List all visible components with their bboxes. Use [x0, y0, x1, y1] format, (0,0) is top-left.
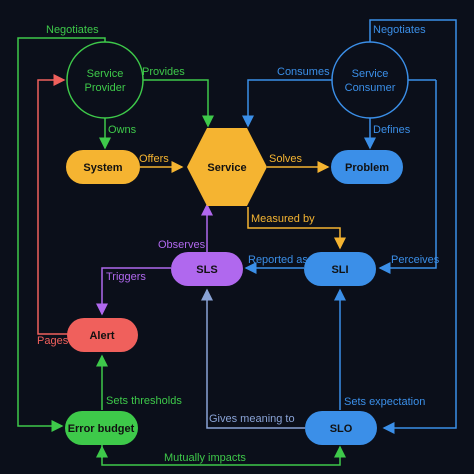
label-triggers: Triggers — [106, 271, 146, 283]
label-pages: Pages — [37, 335, 69, 347]
node-service-provider[interactable]: Service Provider — [66, 41, 144, 119]
node-alert-label: Alert — [89, 330, 114, 342]
node-sls[interactable]: SLS — [171, 252, 243, 286]
node-service-provider-line2: Provider — [85, 82, 126, 94]
edge-consumes — [242, 79, 333, 128]
label-consumes: Consumes — [277, 66, 330, 78]
node-sli[interactable]: SLI — [304, 252, 376, 286]
edge-measured-by — [247, 207, 346, 250]
label-solves: Solves — [269, 153, 303, 165]
label-negotiates-left: Negotiates — [46, 24, 99, 36]
label-perceives: Perceives — [391, 254, 440, 266]
node-sli-label: SLI — [331, 264, 348, 276]
label-sets-expectation: Sets expectation — [344, 396, 425, 408]
node-system[interactable]: System — [66, 150, 140, 184]
node-service-consumer[interactable]: Service Consumer — [331, 41, 409, 119]
node-error-budget[interactable]: Error budget — [65, 411, 138, 445]
label-offers: Offers — [139, 153, 169, 165]
edge-negotiates-right — [369, 19, 457, 434]
node-error-budget-label: Error budget — [68, 423, 135, 435]
label-sets-thresholds: Sets thresholds — [106, 395, 182, 407]
label-measured-by: Measured by — [251, 213, 315, 225]
label-owns: Owns — [108, 124, 137, 136]
node-slo[interactable]: SLO — [305, 411, 377, 445]
label-reported-as: Reported as — [248, 254, 308, 266]
node-service[interactable]: Service — [187, 128, 267, 206]
label-gives-meaning-to: Gives meaning to — [209, 413, 295, 425]
edge-triggers — [96, 267, 171, 316]
node-sls-label: SLS — [196, 264, 217, 276]
node-service-consumer-line1: Service — [352, 68, 389, 80]
node-problem[interactable]: Problem — [331, 150, 403, 184]
label-provides: Provides — [142, 66, 185, 78]
node-system-label: System — [83, 162, 122, 174]
edge-provides — [143, 79, 214, 128]
edge-gives-meaning-to — [201, 288, 305, 429]
edge-perceives — [378, 80, 437, 274]
node-service-consumer-line2: Consumer — [345, 82, 396, 94]
node-alert[interactable]: Alert — [67, 318, 138, 352]
node-service-provider-line1: Service — [87, 68, 124, 80]
label-mutually-impacts: Mutually impacts — [164, 452, 246, 464]
label-defines: Defines — [373, 124, 411, 136]
edge-pages — [37, 74, 68, 335]
node-problem-label: Problem — [345, 162, 389, 174]
node-service-label: Service — [207, 162, 246, 174]
label-observes: Observes — [158, 239, 206, 251]
label-negotiates-right: Negotiates — [373, 24, 426, 36]
node-slo-label: SLO — [330, 423, 353, 435]
